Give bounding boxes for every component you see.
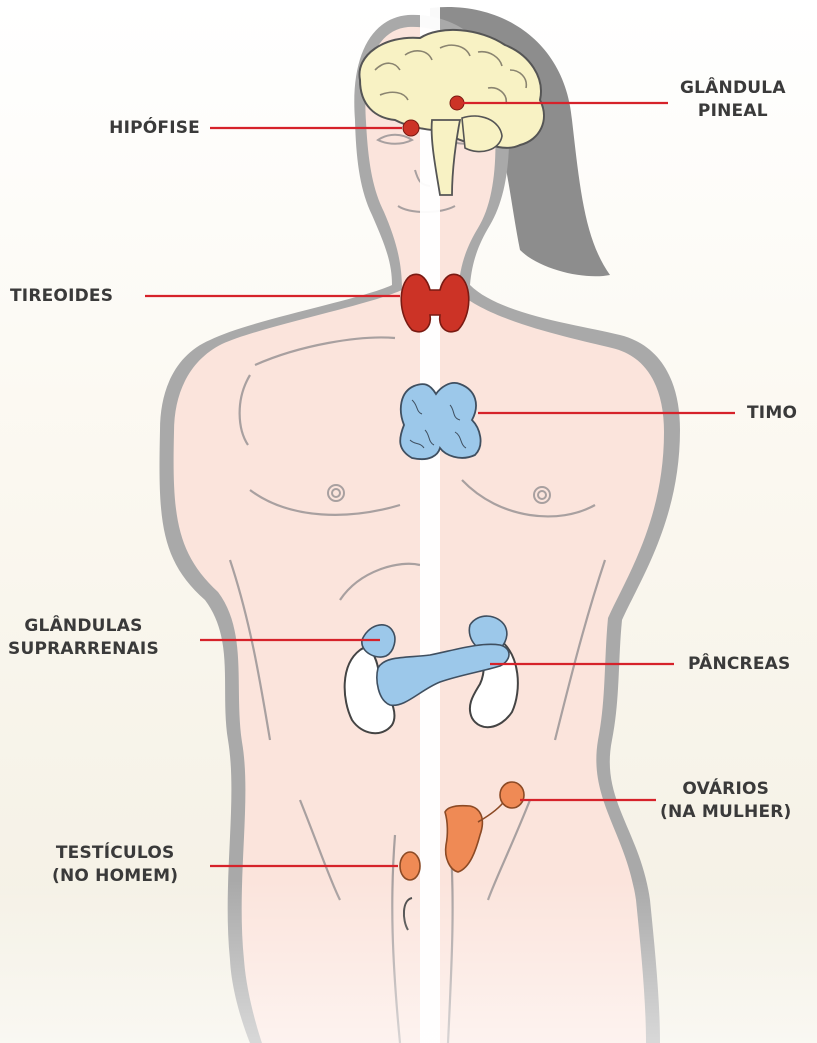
label-glandula-pineal: GLÂNDULA PINEAL [680, 77, 786, 123]
label-ovarios: OVÁRIOS (NA MULHER) [660, 778, 792, 824]
label-glandulas-suprarrenais: GLÂNDULAS SUPRARRENAIS [8, 615, 159, 661]
thymus-gland [400, 383, 480, 459]
label-tireoides: TIREOIDES [10, 285, 113, 308]
label-timo: TIMO [747, 402, 797, 425]
bottom-fade [0, 880, 817, 1043]
label-hipofise: HIPÓFISE [109, 117, 200, 140]
testicle [400, 852, 420, 880]
pituitary-gland [403, 120, 419, 136]
ovary [500, 782, 524, 808]
label-pancreas: PÂNCREAS [688, 653, 790, 676]
pineal-gland [450, 96, 464, 110]
label-testiculos: TESTÍCULOS (NO HOMEM) [52, 842, 178, 888]
